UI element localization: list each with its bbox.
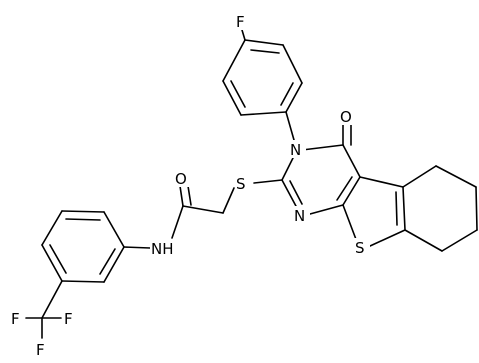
atom-label-f-cf3-a: F (11, 310, 20, 328)
bond (123, 246, 151, 249)
pyrimidinone-ring (281, 144, 361, 215)
atom-label-nh-amide: NH (151, 240, 174, 258)
bond (179, 185, 184, 207)
bond (280, 82, 294, 106)
atom-n-pyrimidine: N (294, 206, 310, 225)
bond (65, 218, 101, 221)
bond (435, 165, 477, 188)
atom-s-thioether: S (235, 174, 251, 193)
bond (241, 29, 246, 41)
bond (342, 144, 361, 178)
bond (99, 248, 116, 275)
atom-label-o-amide: O (175, 170, 187, 188)
atom-f-cf3-a: F (10, 309, 24, 328)
bond (240, 111, 287, 116)
bond (289, 180, 303, 205)
bond (441, 229, 478, 252)
bond (222, 187, 235, 214)
bond (253, 179, 283, 184)
atom-f-cf3-b: F (63, 309, 77, 328)
bond (182, 205, 224, 214)
bond (336, 176, 353, 201)
bond (250, 49, 280, 54)
atom-n-ring: N (290, 140, 306, 159)
thioacetamide-chain (171, 179, 283, 239)
bond (309, 204, 344, 215)
trifluoromethyl-group (25, 280, 63, 339)
bond (369, 229, 406, 247)
atom-label-f-top: F (236, 13, 245, 31)
atom-o-amide: O (174, 169, 190, 188)
bond (61, 280, 105, 283)
bond (222, 39, 246, 82)
bond (342, 176, 361, 206)
atom-label-n-pyrimidine: N (294, 207, 305, 225)
atom-label-f-cf3-c: F (36, 341, 45, 359)
bond (244, 39, 284, 46)
atom-label-s-thioether: S (236, 175, 246, 193)
bond (282, 44, 303, 84)
thiophene-ring (342, 176, 406, 247)
bond (281, 179, 298, 209)
bond (61, 210, 105, 213)
bond (187, 185, 192, 206)
cyclohexene-ring (402, 165, 478, 252)
bond (342, 204, 358, 243)
bond (171, 205, 184, 239)
atom-label-o-carbonyl: O (340, 108, 352, 126)
bond (41, 210, 63, 246)
bond (230, 80, 246, 108)
bond (475, 186, 478, 231)
bond (285, 111, 295, 141)
bond (103, 211, 125, 248)
atom-f-top: F (235, 12, 249, 31)
bond (222, 80, 242, 116)
bond (395, 191, 398, 226)
bond (103, 246, 125, 283)
bond (49, 244, 67, 274)
atom-o-carbonyl: O (339, 107, 355, 126)
bond (41, 280, 63, 319)
bond (41, 244, 63, 282)
bond (404, 229, 443, 252)
bond (402, 186, 406, 231)
bond (359, 176, 404, 188)
bond (301, 144, 344, 151)
fluorophenyl-ring (222, 29, 303, 116)
atom-label-n-ring: N (290, 141, 301, 159)
atom-label-s-thiophene: S (355, 239, 365, 257)
trifluoromethylphenyl-ring (41, 210, 125, 283)
atom-nh-amide: NH (150, 239, 178, 258)
atom-label-f-cf3-b: F (64, 310, 73, 328)
atom-f-cf3-c: F (35, 340, 49, 359)
bond (402, 165, 437, 188)
atom-s-thiophene: S (354, 238, 370, 257)
bond (281, 157, 294, 181)
bond (285, 82, 303, 113)
